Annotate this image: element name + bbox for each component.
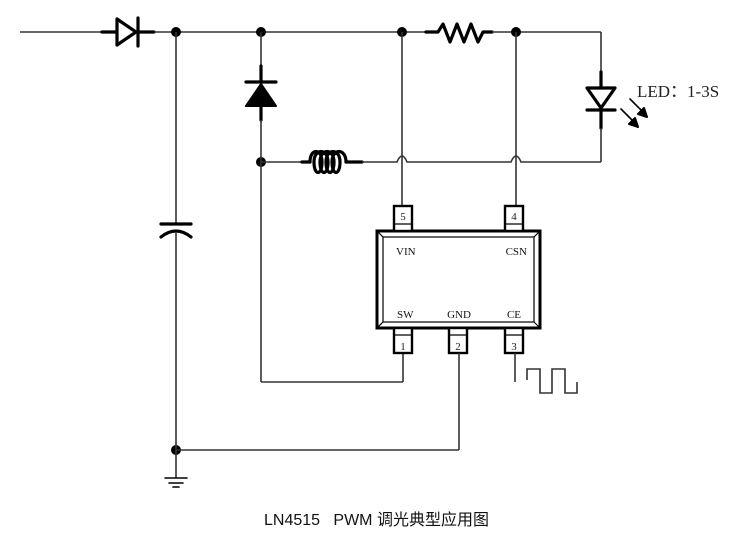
inductor-wire-right [362, 155, 601, 163]
pin-number: 5 [400, 211, 406, 223]
pin-number: 4 [511, 211, 517, 223]
input-diode [100, 16, 156, 48]
pin-label-gnd: GND [447, 309, 471, 321]
ic-pin-3: 3 [503, 326, 525, 355]
pin-number: 1 [400, 341, 406, 353]
led-label: LED：1-3S [637, 82, 719, 101]
input-capacitor [159, 222, 193, 239]
pin-label-csn: CSN [506, 246, 527, 258]
diagram-caption: LN4515 PWM 调光典型应用图 [0, 506, 753, 530]
ic-pin-1: 1 [392, 326, 414, 355]
light-emission-arrows-icon [620, 98, 648, 128]
ic-pin-5: 5 [392, 204, 414, 233]
ground-icon [164, 477, 188, 488]
pin-label-ce: CE [507, 309, 521, 321]
sense-resistor [424, 22, 494, 44]
led [585, 70, 617, 130]
ic-pin-2: 2 [447, 326, 469, 355]
freewheel-diode [244, 64, 278, 122]
inductor [300, 149, 364, 175]
ic-pin-4: 4 [503, 204, 525, 233]
ic-package [375, 229, 542, 330]
pin-label-vin: VIN [396, 246, 416, 258]
pin-label-sw: SW [397, 309, 414, 321]
caption-text: PWM 调光典型应用图 [333, 512, 489, 529]
pin-number: 3 [511, 341, 517, 353]
caption-part-number: LN4515 [264, 512, 321, 529]
pwm-signal-icon [526, 368, 578, 394]
pin-number: 2 [455, 341, 461, 353]
